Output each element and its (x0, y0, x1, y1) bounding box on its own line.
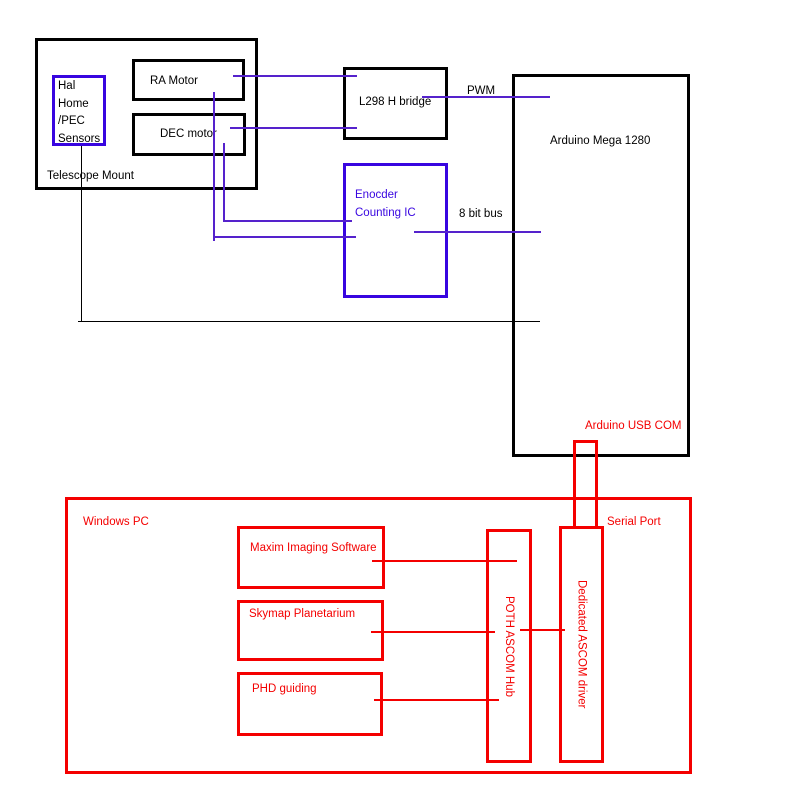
wire-skymap-to-poth (371, 631, 495, 633)
encoder-counting-ic-label: Enocder Counting IC (355, 189, 416, 219)
hal-home-pec-sensors-label: Hal Home /PEC Sensors (58, 78, 100, 148)
skymap-planetarium-box (237, 600, 384, 661)
arduino-mega-label: Arduino Mega 1280 (550, 135, 651, 147)
hal-label-line3: /PEC (58, 115, 85, 127)
l298-h-bridge-box (343, 67, 448, 140)
hal-label-line4: Sensors (58, 132, 101, 145)
windows-pc-box (65, 497, 692, 774)
wire-dec-motor-vertical (223, 143, 225, 222)
telescope-mount-label: Telescope Mount (47, 170, 134, 182)
windows-pc-label: Windows PC (83, 516, 149, 528)
telescope-mount-box (35, 38, 258, 190)
poth-ascom-hub-box: POTH ASCOM Hub (486, 529, 532, 763)
dec-motor-box (132, 113, 246, 156)
wire-hal-sensors-vertical (81, 146, 82, 322)
wire-poth-to-ascom-driver (520, 629, 565, 631)
arduino-mega-box (512, 74, 690, 457)
serial-port-label: Serial Port (607, 516, 661, 528)
skymap-planetarium-label: Skymap Planetarium (249, 608, 356, 620)
8-bit-bus-label: 8 bit bus (459, 208, 503, 220)
dec-motor-label: DEC motor (160, 128, 217, 140)
usb-connector (573, 440, 598, 527)
wire-dec-motor-to-l298 (230, 127, 357, 129)
wire-ra-motor-to-encoder (213, 236, 356, 238)
phd-guiding-box (237, 672, 383, 736)
maxim-imaging-software-box (237, 526, 385, 589)
dedicated-ascom-driver-box: Dedicated ASCOM driver (559, 526, 604, 763)
poth-ascom-hub-label: POTH ASCOM Hub (503, 595, 515, 697)
encoder-counting-ic-box (343, 163, 448, 298)
arduino-usb-com-label: Arduino USB COM (585, 420, 682, 432)
wire-ra-motor-vertical (213, 92, 215, 241)
dedicated-ascom-driver-label: Dedicated ASCOM driver (575, 580, 588, 709)
wire-pwm-l298-to-arduino (422, 96, 550, 98)
l298-h-bridge-label: L298 H bridge (359, 96, 432, 108)
hal-label-line1: Hal (58, 80, 76, 92)
phd-guiding-label: PHD guiding (252, 683, 317, 695)
pwm-label: PWM (467, 85, 496, 97)
ra-motor-label: RA Motor (150, 75, 198, 87)
ra-motor-box (132, 59, 245, 101)
wire-dec-motor-to-encoder (223, 220, 352, 222)
hal-home-pec-sensors-box (52, 75, 106, 146)
wire-ra-motor-to-l298 (233, 75, 357, 77)
wire-phd-to-poth (374, 699, 499, 701)
wire-hal-sensors-to-arduino (78, 321, 540, 322)
maxim-imaging-software-label: Maxim Imaging Software (250, 542, 377, 554)
wire-8bit-bus-encoder-to-arduino (414, 231, 541, 233)
wire-maxim-to-poth (372, 560, 517, 562)
hal-label-line2: Home (58, 97, 89, 110)
